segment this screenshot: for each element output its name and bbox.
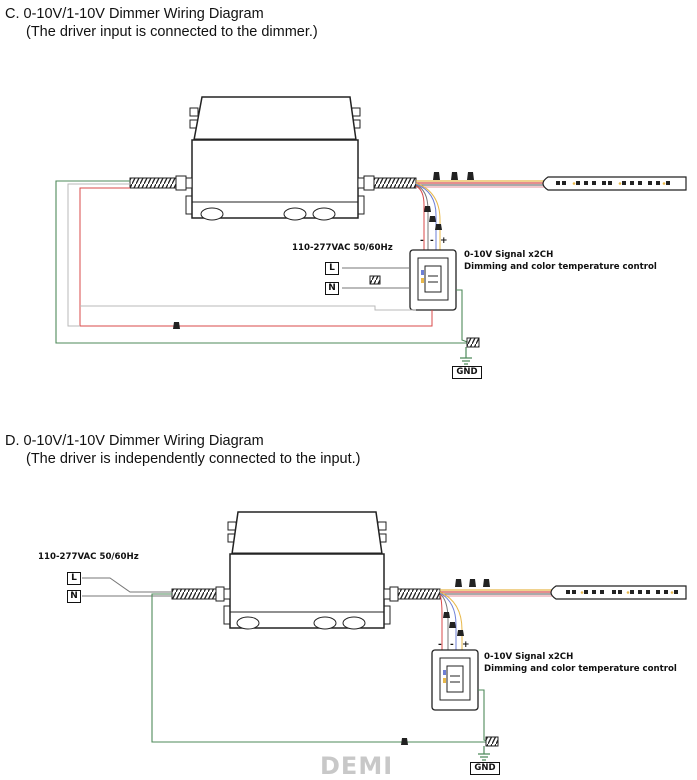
section-d-title: D. 0-10V/1-10V Dimmer Wiring Diagram (5, 433, 264, 449)
minus-label-c-2: - (430, 236, 434, 246)
led-driver-c (185, 96, 365, 221)
minus-label-d-2: - (450, 640, 454, 650)
terminal-l-c: L (325, 262, 339, 275)
dimmer-d (431, 649, 479, 711)
section-c-title: C. 0-10V/1-10V Dimmer Wiring Diagram (5, 6, 264, 22)
wire-nuts-c (433, 172, 474, 180)
signal-description-c: Dimming and color temperature control (464, 262, 657, 272)
minus-label-c-1: - (420, 236, 424, 246)
gnd-label-c: GND (452, 366, 482, 379)
input-voltage-label-d: 110-277VAC 50/60Hz (38, 552, 139, 562)
output-cable-c (373, 177, 417, 189)
led-strip-c (542, 176, 687, 191)
input-cable-c (129, 177, 177, 189)
watermark: DEMI (320, 752, 394, 780)
input-cable-d (171, 588, 217, 600)
signal-description-d: Dimming and color temperature control (484, 664, 677, 674)
minus-label-d-1: - (438, 640, 442, 650)
signal-label-d: 0-10V Signal x2CH (484, 652, 574, 662)
diagram-c (55, 96, 687, 365)
led-strip-d (550, 585, 687, 600)
section-c-subtitle: (The driver input is connected to the di… (26, 24, 318, 40)
diagram-d (82, 511, 687, 761)
wire-nuts-d (455, 579, 490, 587)
input-voltage-label-c: 110-277VAC 50/60Hz (292, 243, 393, 253)
plus-label-c: + (440, 236, 448, 246)
terminal-n-d: N (67, 590, 81, 603)
led-driver-d (223, 511, 391, 630)
output-cable-d (397, 588, 441, 600)
plus-label-d: + (462, 640, 470, 650)
section-d-subtitle: (The driver is independently connected t… (26, 451, 361, 467)
section-d-heading: D. 0-10V/1-10V Dimmer Wiring Diagram (Th… (5, 432, 361, 468)
section-c-heading: C. 0-10V/1-10V Dimmer Wiring Diagram (Th… (5, 5, 318, 41)
terminal-l-d: L (67, 572, 81, 585)
gnd-label-d: GND (470, 762, 500, 775)
dimmer-c (409, 249, 457, 311)
signal-label-c: 0-10V Signal x2CH (464, 250, 554, 260)
terminal-n-c: N (325, 282, 339, 295)
